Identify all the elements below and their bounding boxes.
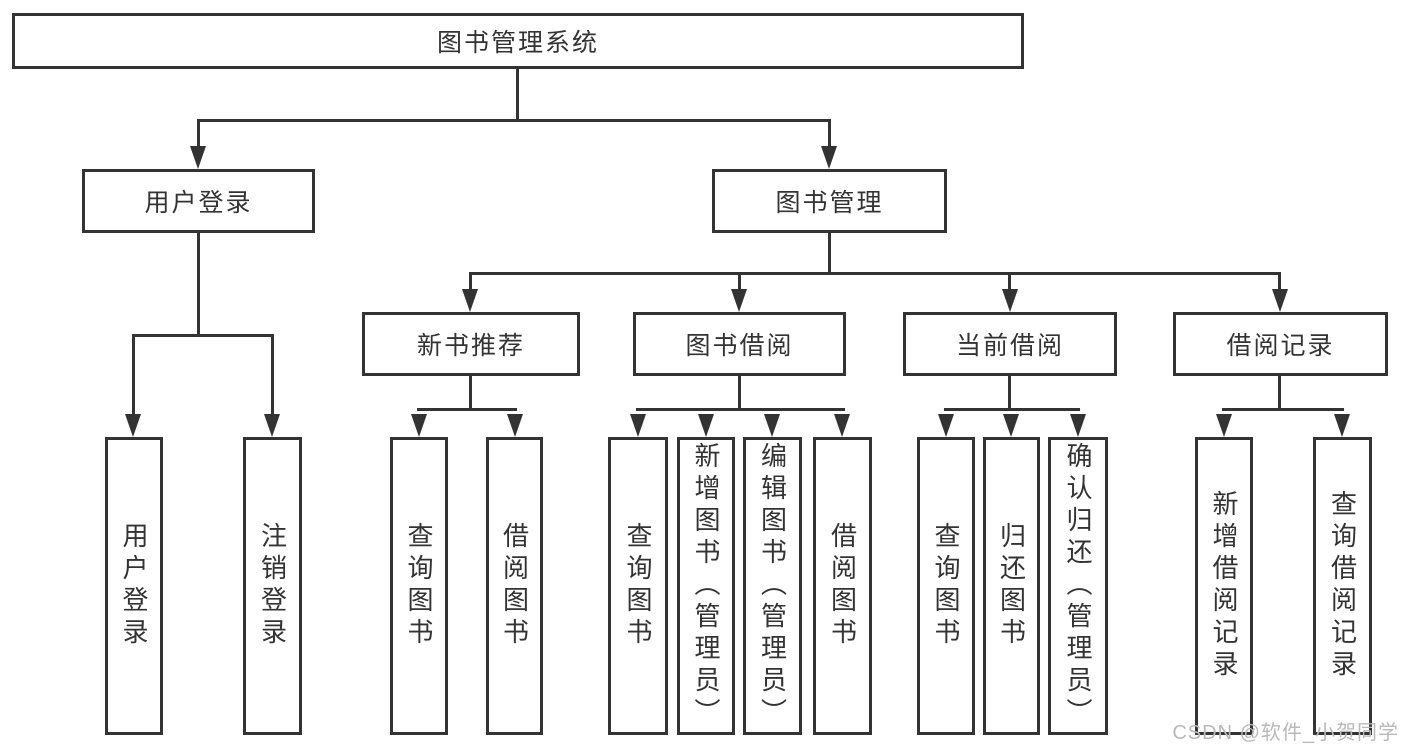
leaf-add-book: 新增图书（管理员） — [677, 437, 735, 735]
connector-leaf-userlogin-stub — [132, 334, 135, 414]
leaf-add-book-label: 新增图书（管理员） — [691, 442, 721, 730]
leaf-confirm-return: 确认归还（管理员） — [1048, 437, 1108, 735]
leaf-return-book-label: 归还图书 — [996, 522, 1027, 650]
leaf-borrow-book-b-label: 借阅图书 — [827, 522, 858, 650]
node-book-mgmt: 图书管理 — [712, 169, 947, 233]
arrow-to-query-book-c — [938, 414, 954, 437]
connector-borrowrecord-hline — [1222, 408, 1344, 411]
arrow-to-leaf-logout — [264, 414, 280, 437]
leaf-edit-book: 编辑图书（管理员） — [743, 437, 802, 735]
leaf-logout: 注销登录 — [243, 437, 302, 735]
connector-root-hline — [197, 119, 831, 122]
leaf-query-book-c-label: 查询图书 — [931, 522, 961, 650]
connector-currentborrow-stem — [1008, 376, 1011, 410]
leaf-query-book-a: 查询图书 — [390, 437, 448, 735]
node-current-borrow-label: 当前借阅 — [955, 332, 1064, 360]
connector-currentborrow-stub — [1008, 272, 1011, 290]
node-book-borrow-label: 图书借阅 — [685, 332, 794, 360]
leaf-query-record: 查询借阅记录 — [1313, 437, 1372, 735]
arrow-to-borrow-book-a — [507, 414, 523, 437]
node-new-book-rec-label: 新书推荐 — [416, 332, 525, 360]
leaf-edit-book-label: 编辑图书（管理员） — [757, 442, 788, 730]
leaf-add-record: 新增借阅记录 — [1195, 437, 1253, 735]
node-current-borrow: 当前借阅 — [903, 312, 1117, 376]
connector-userlogin-stub — [197, 119, 200, 147]
connector-newbookrec-stem — [469, 376, 472, 410]
connector-userlogin-stem — [197, 233, 200, 337]
connector-bookborrow-stub — [738, 272, 741, 290]
leaf-borrow-book-a: 借阅图书 — [486, 437, 543, 735]
leaf-query-book-b-label: 查询图书 — [623, 522, 653, 650]
csdn-watermark: CSDN @软件_小贺同学 — [1172, 722, 1399, 744]
connector-userlogin-hline — [132, 334, 274, 337]
arrow-to-add-book — [698, 414, 714, 437]
leaf-query-book-a-label: 查询图书 — [404, 522, 434, 650]
leaf-add-record-label: 新增借阅记录 — [1209, 490, 1239, 682]
arrow-to-book-borrow — [731, 289, 747, 312]
connector-root-stem — [516, 69, 519, 121]
arrow-to-add-record — [1216, 414, 1232, 437]
connector-bookborrow-stem — [738, 376, 741, 410]
leaf-borrow-book-b: 借阅图书 — [813, 437, 872, 735]
node-borrow-record-label: 借阅记录 — [1226, 332, 1335, 360]
leaf-borrow-book-a-label: 借阅图书 — [499, 522, 530, 650]
leaf-query-book-b: 查询图书 — [608, 437, 668, 735]
connector-newbookrec-stub — [469, 272, 472, 290]
leaf-query-book-c: 查询图书 — [917, 437, 975, 735]
leaf-query-record-label: 查询借阅记录 — [1327, 490, 1358, 682]
arrow-to-edit-book — [764, 414, 780, 437]
connector-borrowrecord-stem — [1278, 376, 1281, 410]
arrow-to-query-book-b — [630, 414, 646, 437]
node-new-book-rec: 新书推荐 — [362, 312, 580, 376]
leaf-confirm-return-label: 确认归还（管理员） — [1063, 442, 1093, 730]
arrow-to-borrow-record — [1272, 289, 1288, 312]
leaf-user-login-label: 用户登录 — [119, 522, 149, 650]
node-root: 图书管理系统 — [12, 13, 1024, 69]
connector-bookmgmt-stub — [828, 119, 831, 147]
connector-bookmgmt-stem — [828, 233, 831, 274]
connector-newbookrec-hline — [417, 408, 517, 411]
node-root-label: 图书管理系统 — [436, 29, 599, 57]
arrow-to-confirm-return — [1070, 414, 1086, 437]
node-user-login-label: 用户登录 — [144, 189, 253, 217]
arrow-to-return-book — [1003, 414, 1019, 437]
connector-currentborrow-hline — [944, 408, 1080, 411]
arrow-to-new-book-rec — [462, 289, 478, 312]
arrow-to-leaf-user-login — [125, 414, 141, 437]
arrow-to-query-book-a — [411, 414, 427, 437]
node-borrow-record: 借阅记录 — [1173, 312, 1388, 376]
node-book-mgmt-label: 图书管理 — [775, 189, 884, 217]
arrow-to-user-login — [190, 146, 206, 169]
arrow-to-current-borrow — [1002, 289, 1018, 312]
connector-bookmgmt-hline — [469, 272, 1281, 275]
leaf-return-book: 归还图书 — [983, 437, 1040, 735]
arrow-to-query-record — [1334, 414, 1350, 437]
node-book-borrow: 图书借阅 — [633, 312, 846, 376]
connector-leaf-logout-stub — [271, 334, 274, 414]
node-user-login: 用户登录 — [82, 169, 315, 233]
connector-borrowrecord-stub — [1278, 272, 1281, 290]
leaf-user-login: 用户登录 — [105, 437, 163, 735]
connector-bookborrow-hline — [636, 408, 845, 411]
leaf-logout-label: 注销登录 — [257, 522, 288, 650]
arrow-to-borrow-book-b — [834, 414, 850, 437]
arrow-to-book-mgmt — [821, 146, 837, 169]
